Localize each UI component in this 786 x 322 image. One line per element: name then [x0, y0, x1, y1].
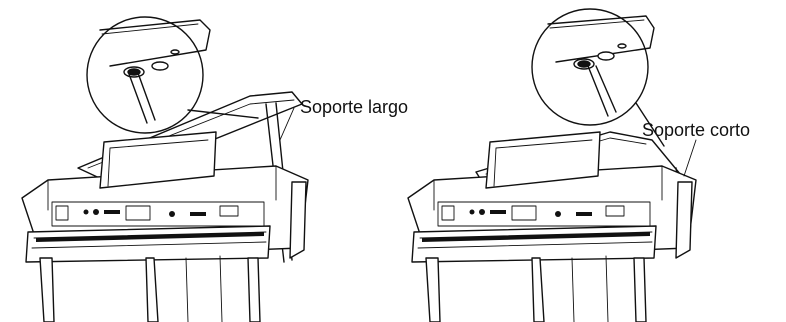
long-stand-label: Soporte largo — [300, 97, 408, 117]
left-label-group: Soporte largo — [280, 97, 408, 140]
left-zoom-detail — [87, 17, 258, 133]
short-stand-label: Soporte corto — [642, 120, 750, 140]
right-piano-illustration — [408, 132, 696, 322]
